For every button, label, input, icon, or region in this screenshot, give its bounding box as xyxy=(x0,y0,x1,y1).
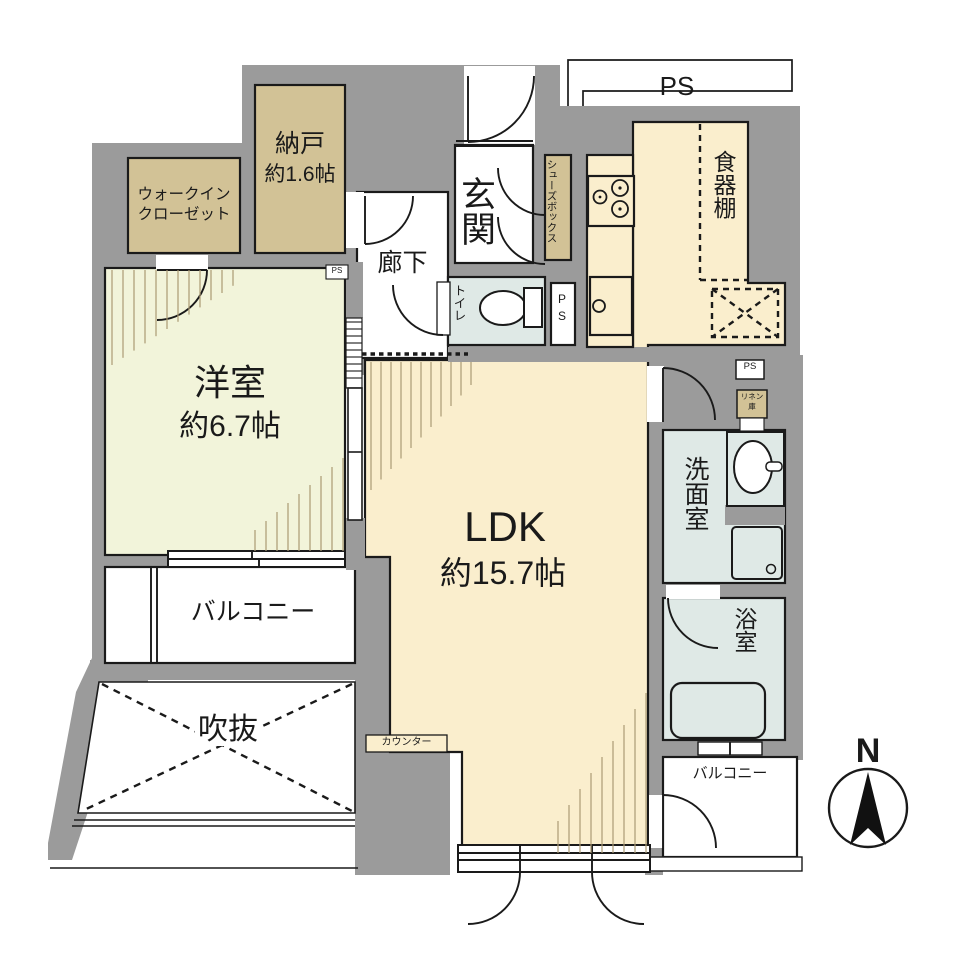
balcony-south xyxy=(661,755,799,859)
pipe-space-utility-box xyxy=(735,359,765,380)
room-hallway-floor xyxy=(355,190,450,360)
kitchen-sink-cabinet xyxy=(588,275,634,337)
room-western-floor xyxy=(103,266,347,557)
toilet-tank xyxy=(523,287,543,328)
partitions xyxy=(345,262,785,570)
shoe-box xyxy=(543,153,573,262)
wic-door-arc[interactable] xyxy=(156,269,208,321)
cabinet-knob xyxy=(592,299,606,313)
kitchen xyxy=(585,124,780,349)
void-markings xyxy=(50,59,793,869)
toilet-door-arc[interactable] xyxy=(392,284,444,336)
compass-needle xyxy=(850,772,886,845)
counter-strip xyxy=(365,734,448,753)
entrance-doorway xyxy=(464,66,535,145)
door-track-ticks xyxy=(346,321,362,379)
room-wic-floor xyxy=(126,156,242,255)
room-storage-floor xyxy=(253,83,347,255)
pipe-space-wall-box xyxy=(325,264,349,280)
bathtub xyxy=(669,681,767,740)
pipe-space-toilet-box xyxy=(549,281,577,347)
stove-burners xyxy=(592,179,629,218)
balcony-south-edge xyxy=(649,856,803,872)
basin-tap xyxy=(765,461,783,472)
ldk-south-doors[interactable] xyxy=(457,844,651,873)
washer-space xyxy=(731,526,783,580)
washroom-door-arc[interactable] xyxy=(662,367,716,421)
sliding-door[interactable] xyxy=(347,387,363,521)
compass xyxy=(827,767,909,849)
linen-door xyxy=(739,417,765,432)
linen-closet-box xyxy=(736,389,768,419)
bathroom-door-arc[interactable] xyxy=(667,597,719,649)
balcony-west xyxy=(103,565,357,665)
pipe-space-top-outline xyxy=(567,59,793,106)
corner-hatching xyxy=(111,270,647,853)
room-ldk-floor xyxy=(363,120,787,857)
room-entrance-floor xyxy=(453,143,535,265)
doors-windows xyxy=(150,75,763,925)
storage-door-arc[interactable] xyxy=(364,195,414,245)
cupboard-outline xyxy=(698,124,747,282)
toilet-bowl xyxy=(479,290,527,326)
refrigerator-space xyxy=(710,287,780,339)
balcony-south-door-arc[interactable] xyxy=(662,794,717,849)
washer-drain xyxy=(765,563,777,575)
fixtures xyxy=(479,287,785,740)
